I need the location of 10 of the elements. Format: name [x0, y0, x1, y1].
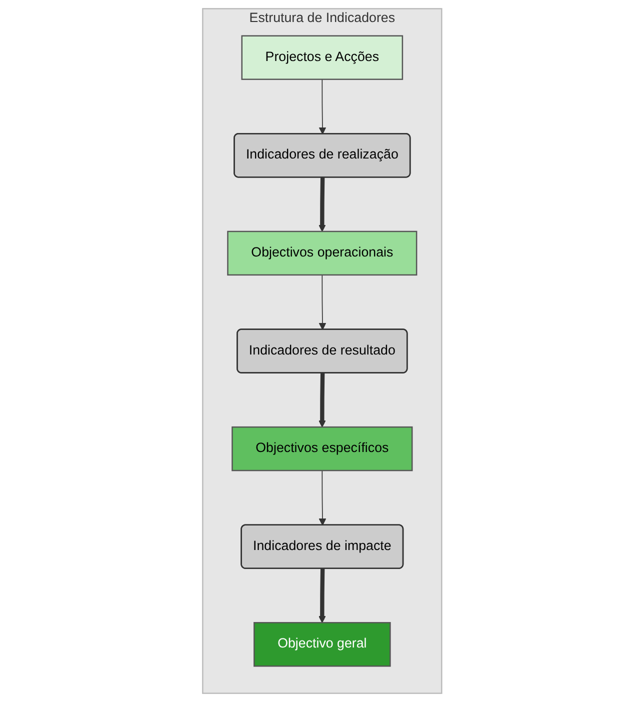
arrow: [318, 568, 326, 623]
arrow: [318, 373, 326, 428]
node-box: Objectivos específicos: [231, 426, 413, 472]
arrow: [318, 78, 326, 134]
node-box: Objectivo geral: [253, 622, 391, 667]
arrow: [318, 470, 326, 526]
arrow: [318, 178, 326, 232]
arrow: [318, 274, 326, 330]
node-box: Projectos e Acções: [241, 35, 403, 80]
node-box: Objectivos operacionais: [226, 230, 418, 276]
